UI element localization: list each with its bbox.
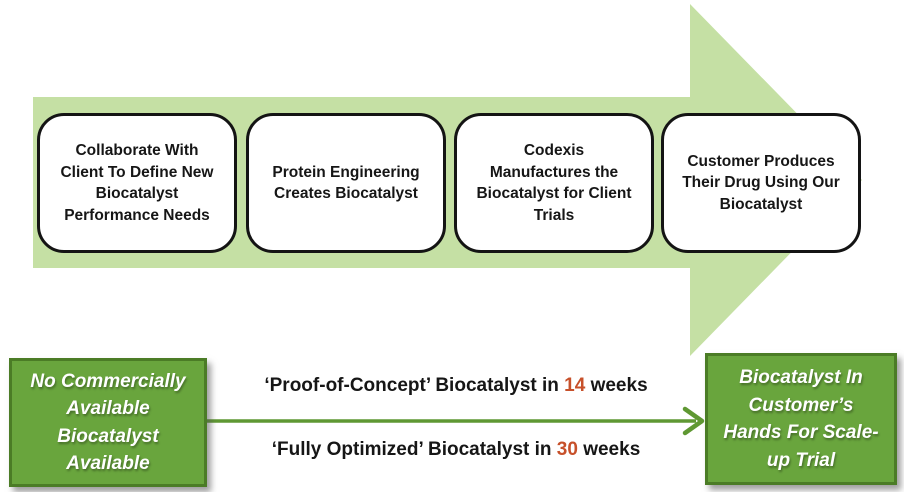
milestone-text-prefix: ‘Proof-of-Concept’ Biocatalyst in <box>264 375 565 396</box>
milestone-proof-of-concept: ‘Proof-of-Concept’ Biocatalyst in 14 wee… <box>207 374 705 398</box>
step-box-customer-produces: Customer Produces Their Drug Using Our B… <box>661 113 861 253</box>
timeline-start-label: No Commercially Available Biocatalyst Av… <box>30 370 186 475</box>
step-box-protein-engineering: Protein Engineering Creates Biocatalyst <box>246 113 446 253</box>
process-flow-arrow-shape <box>33 4 862 356</box>
step-label: Customer Produces Their Drug Using Our B… <box>682 152 840 213</box>
step-box-codexis-manufactures: Codexis Manufactures the Biocatalyst for… <box>454 113 654 253</box>
timeline-end-box: Biocatalyst In Customer’s Hands For Scal… <box>705 353 897 485</box>
step-label: Collaborate With Client To Define New Bi… <box>60 142 214 224</box>
milestone-weeks-number: 14 <box>564 375 586 396</box>
milestone-text-suffix: weeks <box>577 439 641 460</box>
milestone-weeks-number: 30 <box>556 439 578 460</box>
timeline-end-label: Biocatalyst In Customer’s Hands For Scal… <box>723 367 879 471</box>
step-label: Protein Engineering Creates Biocatalyst <box>272 163 420 203</box>
timeline-start-box: No Commercially Available Biocatalyst Av… <box>9 358 207 487</box>
milestone-fully-optimized: ‘Fully Optimized’ Biocatalyst in 30 week… <box>207 438 705 462</box>
step-box-define-needs: Collaborate With Client To Define New Bi… <box>37 113 237 253</box>
milestone-text-prefix: ‘Fully Optimized’ Biocatalyst in <box>271 439 557 460</box>
milestone-text-suffix: weeks <box>585 375 648 396</box>
step-label: Codexis Manufactures the Biocatalyst for… <box>476 142 632 224</box>
timeline-arrowhead-icon <box>682 406 705 436</box>
